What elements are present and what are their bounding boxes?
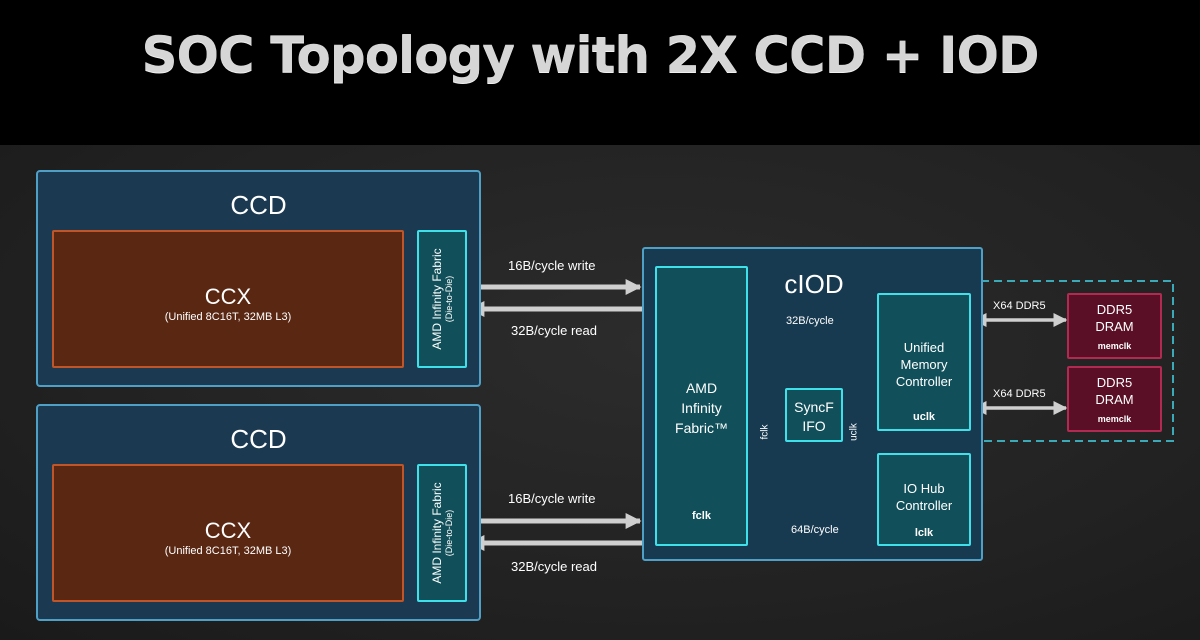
dram-1-line-2: DRAM: [1095, 319, 1134, 334]
dram-2: DDR5 DRAM memclk: [1067, 366, 1162, 432]
ccd-bottom-read-label: 32B/cycle read: [511, 559, 597, 574]
ccx-bottom-label: CCX: [204, 518, 252, 543]
fabric-line-3: Fabric™: [675, 420, 728, 436]
fabric-line-2: Infinity: [681, 400, 722, 416]
dram-1-link-label: X64 DDR5: [993, 300, 1046, 312]
infinity-fabric-d2d-top: AMD Infinity Fabric (Die-to-Die): [417, 230, 467, 368]
dram-1: DDR5 DRAM memclk: [1067, 293, 1162, 359]
fabric-top-sublabel: (Die-to-Die): [444, 275, 454, 323]
syncfifo-uclk-label: uclk: [848, 423, 860, 441]
fabric-line-1: AMD: [685, 380, 718, 396]
ccx-top-sub: (Unified 8C16T, 32MB L3): [164, 311, 292, 323]
syncfifo: SyncF IFO: [785, 388, 843, 442]
diagram-canvas: CCD CCX (Unified 8C16T, 32MB L3) AMD Inf…: [0, 145, 1200, 640]
umc-link-label: 32B/cycle: [786, 315, 834, 327]
ccd-top: CCD CCX (Unified 8C16T, 32MB L3) AMD Inf…: [36, 170, 481, 387]
dram-1-clock: memclk: [1097, 341, 1132, 351]
infinity-fabric-iod: AMD Infinity Fabric™ fclk: [655, 266, 748, 546]
iohub-link-label: 64B/cycle: [791, 524, 839, 536]
dram-2-link-label: X64 DDR5: [993, 388, 1046, 400]
infinity-fabric-d2d-bottom: AMD Infinity Fabric (Die-to-Die): [417, 464, 467, 602]
io-hub-controller: IO Hub Controller lclk: [877, 453, 971, 546]
unified-memory-controller: Unified Memory Controller uclk: [877, 293, 971, 431]
ccd-top-write-label: 16B/cycle write: [508, 258, 596, 273]
ccd-top-read-label: 32B/cycle read: [511, 323, 597, 338]
umc-line-2: Memory: [900, 357, 948, 372]
iohub-clock-label: lclk: [914, 527, 934, 539]
syncfifo-fclk-label: fclk: [759, 424, 771, 440]
umc-line-3: Controller: [895, 374, 953, 389]
ccx-top: CCX (Unified 8C16T, 32MB L3): [52, 230, 404, 368]
ccx-bottom: CCX (Unified 8C16T, 32MB L3): [52, 464, 404, 602]
iohub-line-1: IO Hub: [903, 481, 945, 496]
ccd-bottom-label: CCD: [230, 424, 287, 454]
syncfifo-line-2: IFO: [802, 418, 826, 434]
syncfifo-line-1: SyncF: [794, 399, 834, 415]
header-bar: SOC Topology with 2X CCD + IOD: [0, 0, 1200, 145]
page-title: SOC Topology with 2X CCD + IOD: [141, 26, 1039, 84]
iohub-line-2: Controller: [895, 498, 953, 513]
ccd-top-label: CCD: [230, 190, 287, 220]
dram-2-line-2: DRAM: [1095, 392, 1134, 407]
fabric-clock-label: fclk: [692, 510, 711, 522]
ccx-bottom-sub: (Unified 8C16T, 32MB L3): [164, 545, 292, 557]
ccx-top-label: CCX: [204, 284, 252, 309]
fabric-bottom-label: AMD Infinity Fabric: [430, 482, 444, 584]
umc-clock-label: uclk: [912, 411, 935, 423]
fabric-top-label: AMD Infinity Fabric: [430, 248, 444, 350]
ccd-bottom-write-label: 16B/cycle write: [508, 491, 596, 506]
dram-1-line-1: DDR5: [1096, 302, 1133, 317]
ciod-label: cIOD: [784, 269, 844, 299]
dram-2-clock: memclk: [1097, 414, 1132, 424]
dram-2-line-1: DDR5: [1096, 375, 1133, 390]
ccd-bottom: CCD CCX (Unified 8C16T, 32MB L3) AMD Inf…: [36, 404, 481, 621]
umc-line-1: Unified: [903, 340, 945, 355]
fabric-bottom-sublabel: (Die-to-Die): [444, 509, 454, 557]
